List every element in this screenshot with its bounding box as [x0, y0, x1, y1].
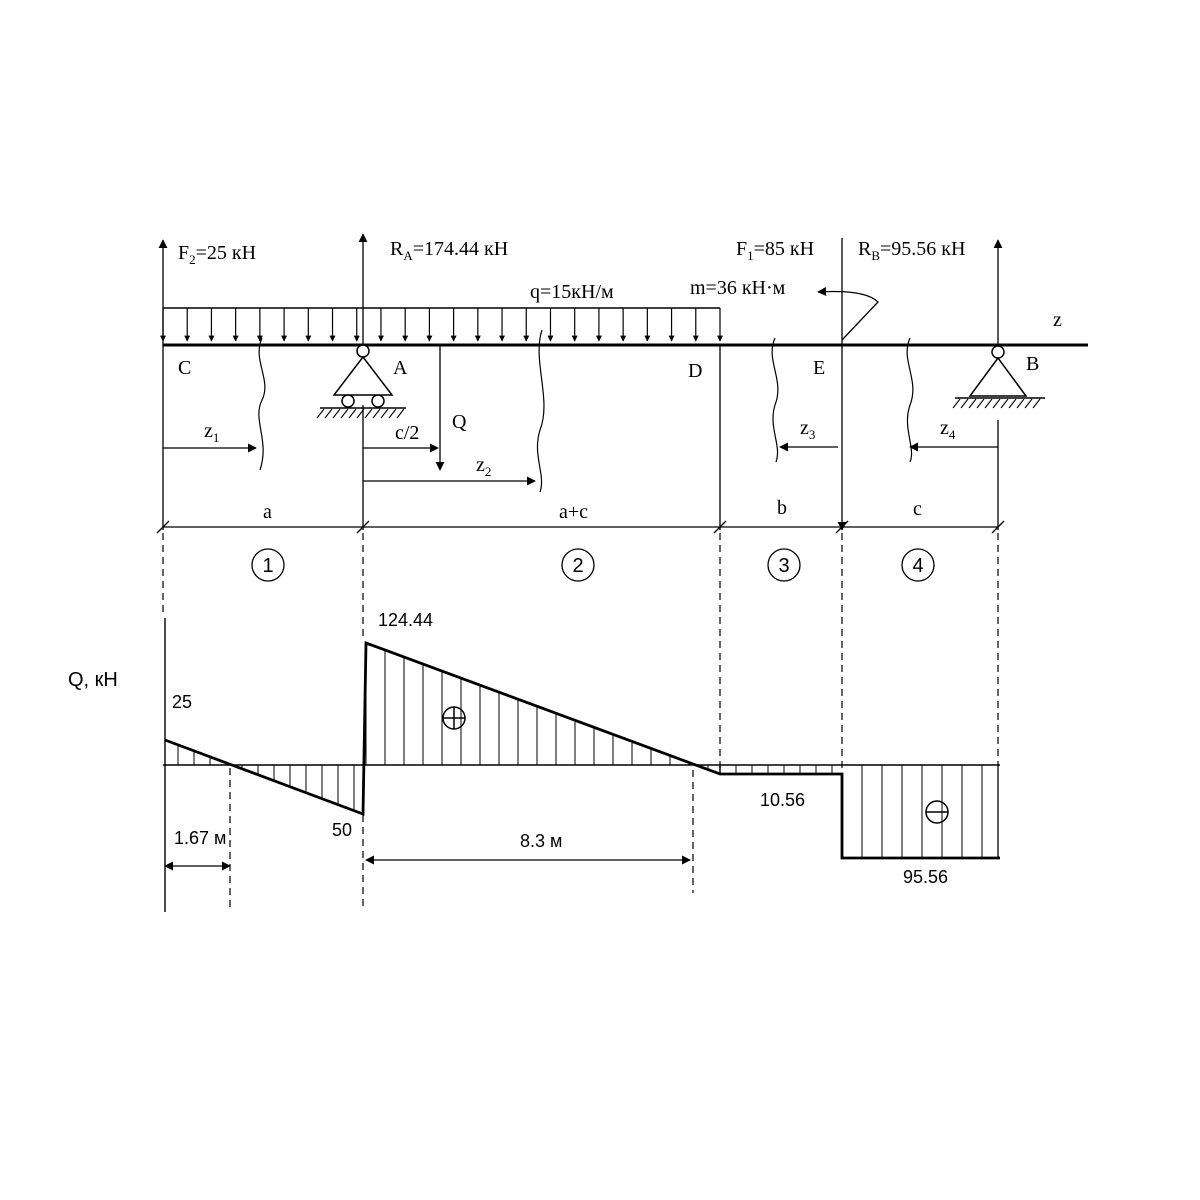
section-2-marker: 2 [561, 548, 595, 582]
shear-diagram: Q, кН 25 124.44 50 10.56 95.56 1.67 м 8.… [68, 610, 1000, 912]
label-ra: RA=174.44 кН [390, 238, 508, 263]
dist-8-3: 8.3 м [520, 831, 562, 851]
dim-a: a [263, 501, 272, 523]
label-moment: m=36 кН·м [690, 277, 786, 299]
section-3-marker: 3 [767, 548, 801, 582]
value-50: 50 [332, 820, 352, 840]
label-f1: F1=85 кН [736, 238, 814, 263]
beam-scheme: F2=25 кН RA=174.44 кН F1=85 кН RB=95.56 … [156, 233, 1088, 582]
svg-text:4: 4 [912, 555, 923, 577]
svg-text:1: 1 [262, 555, 273, 577]
support-b [952, 345, 1045, 409]
value-10-56: 10.56 [760, 790, 805, 810]
value-25: 25 [172, 692, 192, 712]
dim-c2: c/2 [395, 422, 419, 444]
support-a [316, 344, 406, 419]
section-1-marker: 1 [251, 548, 285, 582]
point-e: E [813, 357, 825, 379]
label-f2: F2=25 кН [178, 242, 256, 267]
coord-z4: z4 [940, 417, 956, 442]
positive-sign [442, 706, 466, 730]
shear-outline [164, 641, 1000, 860]
projection-lines [162, 533, 999, 912]
shear-axis-title: Q, кН [68, 669, 118, 691]
dist-1-67: 1.67 м [174, 828, 226, 848]
dimension-line [156, 520, 1005, 534]
point-b: B [1026, 353, 1039, 375]
value-95-56: 95.56 [903, 867, 948, 887]
label-resultant: Q [452, 411, 467, 433]
dim-c: c [913, 498, 922, 520]
label-z-axis: z [1053, 309, 1062, 331]
label-q: q=15кН/м [530, 281, 614, 303]
label-rb: RB=95.56 кН [858, 238, 965, 263]
svg-text:2: 2 [572, 555, 583, 577]
coord-z2: z2 [476, 454, 491, 479]
value-124-44: 124.44 [378, 610, 433, 630]
section-4-marker: 4 [901, 548, 935, 582]
point-d: D [688, 360, 702, 382]
svg-text:3: 3 [778, 555, 789, 577]
moment-arrow [817, 287, 879, 341]
dim-ac: a+c [559, 501, 588, 523]
distributed-load [160, 307, 723, 342]
point-c: C [178, 357, 191, 379]
point-a: A [393, 357, 408, 379]
coord-z3: z3 [800, 417, 815, 442]
coord-z1: z1 [204, 420, 219, 445]
negative-sign [925, 800, 949, 824]
dim-b: b [777, 497, 787, 519]
